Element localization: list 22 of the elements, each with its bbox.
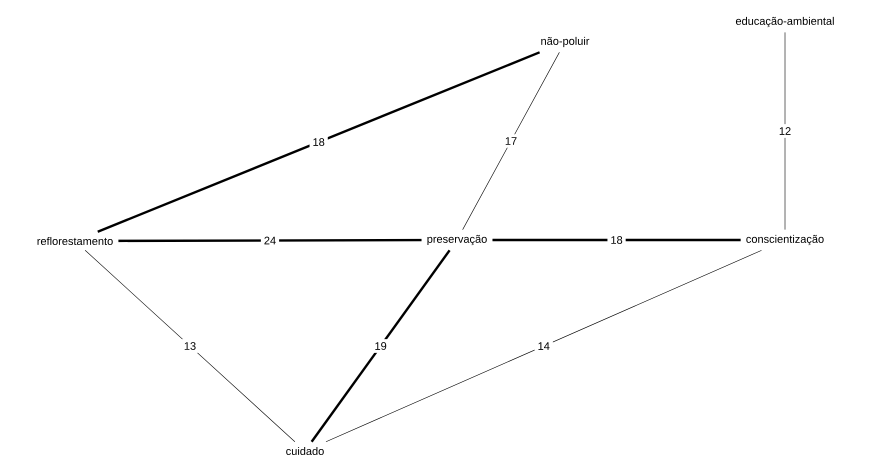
edge-line: [462, 52, 560, 230]
edge-line: [492, 238, 741, 242]
edge-label: 19: [372, 339, 390, 353]
edge-label: 13: [180, 339, 200, 353]
node-label: reflorestamento: [38, 236, 113, 246]
node-label: cuidado: [286, 446, 324, 456]
edge-line: [784, 32, 786, 230]
edge-label: 17: [502, 134, 520, 148]
node-label: conscientização: [746, 234, 824, 246]
edge-line: [326, 250, 762, 442]
edge-label: 12: [776, 124, 794, 138]
edge-line: [118, 238, 422, 242]
edge-label: 18: [607, 233, 626, 247]
edge-line: [84, 250, 296, 442]
edge-line: [97, 51, 540, 233]
node-label: preservação: [427, 234, 487, 246]
edge-line: [310, 250, 451, 442]
node-label: não-poluir: [541, 36, 590, 48]
edge-label: 24: [260, 234, 280, 248]
edge-label: 18: [310, 135, 328, 149]
edge-label: 14: [534, 339, 553, 353]
node-label: educação-ambiental: [736, 16, 834, 28]
